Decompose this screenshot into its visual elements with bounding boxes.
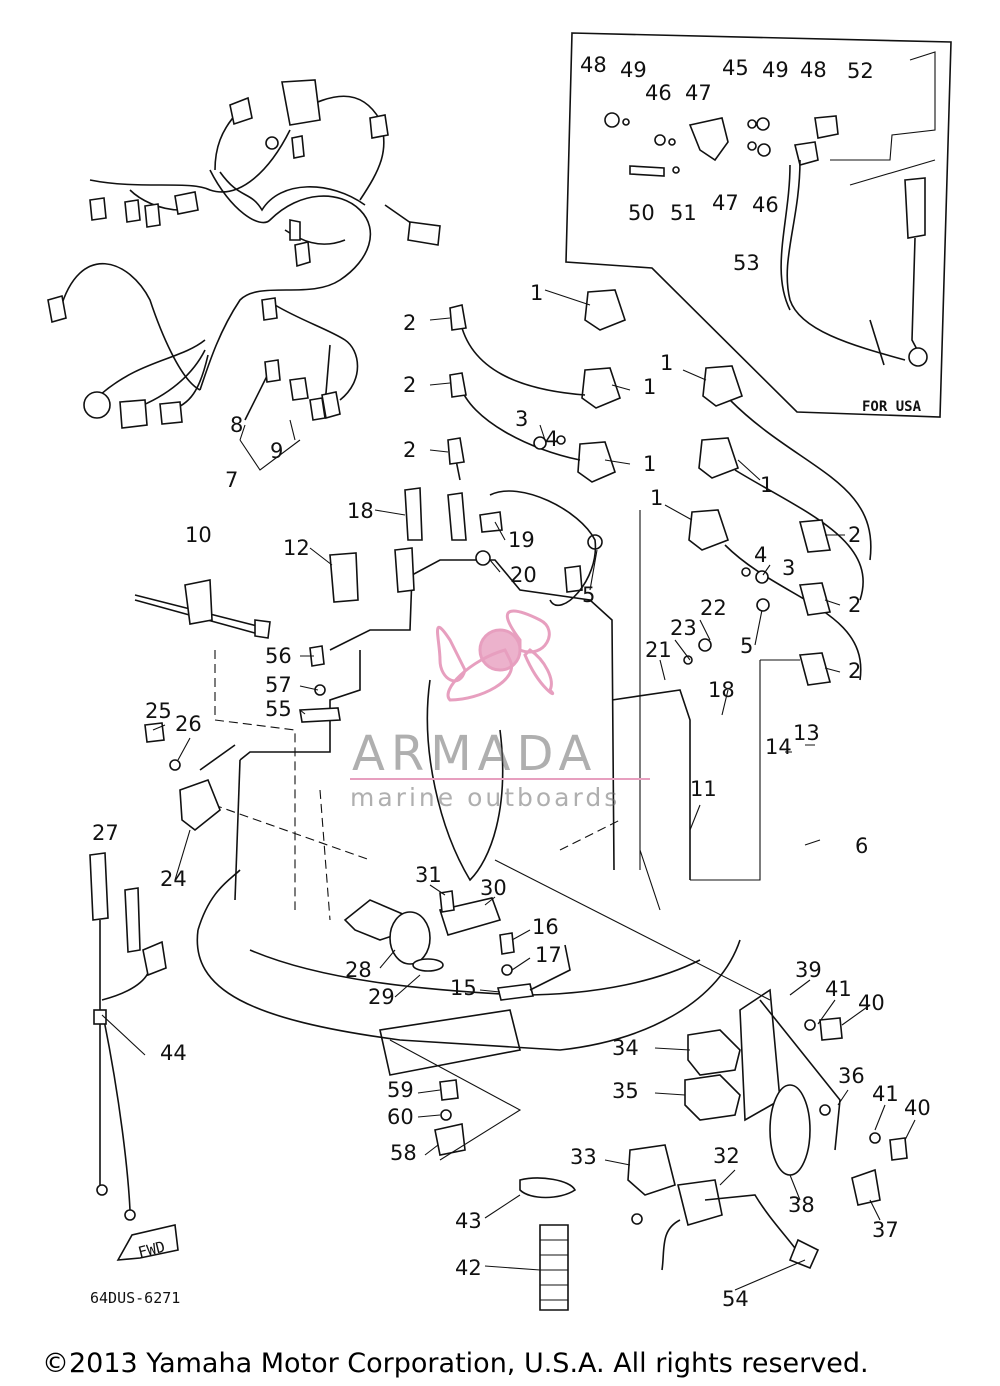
callout-16: 16 <box>532 915 559 939</box>
callout-1c: 1 <box>643 375 656 399</box>
callout-8: 8 <box>230 413 243 437</box>
callout-12: 12 <box>283 536 310 560</box>
callout-5a: 5 <box>582 583 595 607</box>
callout-2b: 2 <box>403 373 416 397</box>
callout-32: 32 <box>713 1144 740 1168</box>
callout-59: 59 <box>387 1078 414 1102</box>
callout-47b: 47 <box>712 191 739 215</box>
relay-bracket-group <box>519 988 908 1311</box>
callout-4a: 4 <box>545 427 558 451</box>
watermark: ARMADA marine outboards <box>350 609 650 812</box>
callout-9: 9 <box>270 439 283 463</box>
misc-parts <box>134 487 571 1161</box>
callout-53: 53 <box>733 251 760 275</box>
callout-24: 24 <box>160 867 187 891</box>
callout-3b: 3 <box>782 556 795 580</box>
watermark-rule <box>350 778 650 780</box>
watermark-tagline: marine outboards <box>350 783 620 812</box>
callout-25: 25 <box>145 699 172 723</box>
ignition-coils <box>447 289 872 686</box>
callout-51: 51 <box>670 201 697 225</box>
callout-31: 31 <box>415 863 442 887</box>
callout-43: 43 <box>455 1209 482 1233</box>
callout-29: 29 <box>368 985 395 1009</box>
callout-38: 38 <box>788 1193 815 1217</box>
callout-6: 6 <box>855 834 868 858</box>
callout-10: 10 <box>185 523 212 547</box>
callout-41b: 41 <box>872 1082 899 1106</box>
callout-2f: 2 <box>848 659 861 683</box>
callout-13: 13 <box>793 721 820 745</box>
usa-inset: FOR USA <box>565 32 952 418</box>
callout-40b: 40 <box>904 1096 931 1120</box>
callout-46b: 46 <box>752 193 779 217</box>
callout-45: 45 <box>722 56 749 80</box>
callout-27: 27 <box>92 821 119 845</box>
drawing-code: 64DUS-6271 <box>90 1289 180 1307</box>
inset-label: FOR USA <box>862 399 922 415</box>
callout-46a: 46 <box>645 81 672 105</box>
callout-48a: 48 <box>580 53 607 77</box>
leader-lines <box>101 289 916 1291</box>
callout-26: 26 <box>175 712 202 736</box>
callout-20: 20 <box>510 563 537 587</box>
callout-36: 36 <box>838 1064 865 1088</box>
callout-2e: 2 <box>848 593 861 617</box>
callout-55: 55 <box>265 697 292 721</box>
callout-3a: 3 <box>515 407 528 431</box>
callout-1f: 1 <box>650 486 663 510</box>
callout-56: 56 <box>265 644 292 668</box>
callout-1d: 1 <box>643 452 656 476</box>
callout-1b: 1 <box>660 351 673 375</box>
callout-37: 37 <box>872 1218 899 1242</box>
callout-21: 21 <box>645 638 672 662</box>
callout-14: 14 <box>765 735 792 759</box>
copyright-notice: ©2013 Yamaha Motor Corporation, U.S.A. A… <box>42 1348 869 1379</box>
callout-11: 11 <box>690 777 717 801</box>
callout-40a: 40 <box>858 991 885 1015</box>
callout-50: 50 <box>628 201 655 225</box>
callout-39: 39 <box>795 958 822 982</box>
callout-22: 22 <box>700 596 727 620</box>
callout-49a: 49 <box>620 58 647 82</box>
callout-35: 35 <box>612 1079 639 1103</box>
callout-18b: 18 <box>708 678 735 702</box>
callout-41a: 41 <box>825 977 852 1001</box>
callout-1a: 1 <box>530 281 543 305</box>
callout-7: 7 <box>225 468 238 492</box>
callout-15: 15 <box>450 976 477 1000</box>
callout-2d: 2 <box>848 523 861 547</box>
watermark-brand: ARMADA <box>352 726 597 782</box>
wire-harness <box>47 79 441 471</box>
callout-34: 34 <box>612 1036 639 1060</box>
callout-5b: 5 <box>740 634 753 658</box>
callout-57: 57 <box>265 673 292 697</box>
lead-wire-44: FWD <box>89 852 179 1262</box>
callout-33: 33 <box>570 1145 597 1169</box>
callout-numbers: 48 49 45 49 48 52 46 47 50 51 47 46 53 1… <box>92 53 931 1311</box>
callout-18a: 18 <box>347 499 374 523</box>
callout-49b: 49 <box>762 58 789 82</box>
callout-23: 23 <box>670 616 697 640</box>
callout-42: 42 <box>455 1256 482 1280</box>
callout-19: 19 <box>508 528 535 552</box>
callout-44: 44 <box>160 1041 187 1065</box>
callout-58: 58 <box>390 1141 417 1165</box>
callout-1e: 1 <box>760 473 773 497</box>
callout-48b: 48 <box>800 58 827 82</box>
callout-4b: 4 <box>754 543 767 567</box>
callout-2c: 2 <box>403 438 416 462</box>
callout-28: 28 <box>345 958 372 982</box>
propeller-logo-icon <box>436 609 555 702</box>
callout-30: 30 <box>480 876 507 900</box>
callout-54: 54 <box>722 1287 749 1311</box>
callout-60: 60 <box>387 1105 414 1129</box>
callout-47a: 47 <box>685 81 712 105</box>
callout-17: 17 <box>535 943 562 967</box>
callout-52: 52 <box>847 59 874 83</box>
callout-2a: 2 <box>403 311 416 335</box>
